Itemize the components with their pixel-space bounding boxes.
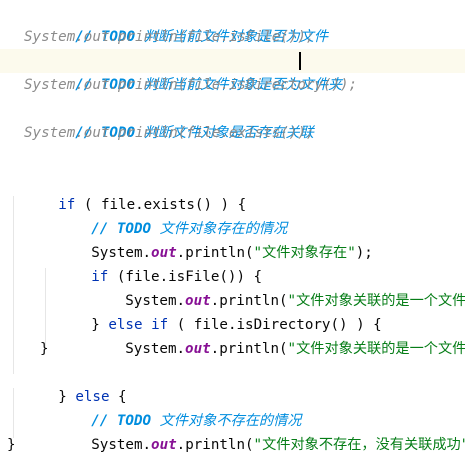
code-text: System.	[125, 341, 186, 357]
code-text: .println(	[210, 341, 288, 357]
code-line[interactable]: System.out.println("文件对象关联的是一个文件夹");	[0, 313, 465, 357]
code-text: System.	[91, 245, 152, 261]
code-line-blank[interactable]	[0, 145, 465, 169]
static-field: out	[185, 293, 211, 309]
code-line[interactable]: // TODO 判断文件对象是否存在关联	[0, 97, 465, 141]
code-text: System.	[91, 437, 152, 453]
code-line[interactable]: System.out.println(file.isFile());	[0, 25, 465, 49]
static-field: out	[151, 245, 177, 261]
code-line[interactable]: System.out.println(file.exists());	[0, 121, 465, 145]
code-line[interactable]: System.out.println(file.isDirectory());	[0, 73, 465, 97]
code-text: .println(	[176, 245, 254, 261]
code-line[interactable]: // TODO 判断当前文件对象是否为文件	[0, 1, 465, 45]
code-text: }	[40, 341, 49, 357]
string-literal: "文件对象不存在，没有关联成功"	[253, 437, 465, 453]
code-line[interactable]: } else {	[0, 361, 465, 405]
code-text: );	[355, 245, 373, 261]
code-line[interactable]: System.out.println("文件对象不存在，没有关联成功");	[0, 409, 465, 453]
code-text: System.	[125, 293, 186, 309]
string-literal: "文件对象关联的是一个文件"	[287, 293, 465, 309]
code-text: }	[58, 389, 76, 405]
code-line[interactable]: System.out.println("文件对象存在");	[0, 217, 465, 261]
indent-guide	[13, 388, 14, 438]
code-line[interactable]: // TODO 文件对象不存在的情况	[0, 385, 465, 429]
string-literal: "文件对象存在"	[253, 245, 356, 261]
todo-comment: // TODO 文件对象不存在的情况	[91, 413, 302, 429]
todo-comment: // TODO 判断当前文件对象是否为文件	[75, 29, 329, 45]
code-text: .println(	[176, 437, 254, 453]
code-text: ( file.isDirectory() ) {	[168, 317, 382, 333]
code-text: {	[109, 389, 127, 405]
keyword: else	[108, 317, 143, 333]
todo-comment: // TODO 文件对象存在的情况	[91, 221, 288, 237]
string-literal: "文件对象关联的是一个文件夹"	[287, 341, 465, 357]
static-field: out	[185, 341, 211, 357]
code-text: (file.isFile()) {	[108, 269, 263, 285]
code-text: }	[91, 317, 109, 333]
text-caret	[299, 52, 301, 70]
code-line-current[interactable]: // TODO 判断当前文件对象是否为文件夹	[0, 49, 465, 93]
code-line[interactable]: }	[0, 337, 465, 361]
keyword: if	[58, 197, 76, 213]
code-text: System.out.println(file.isDirectory());	[24, 77, 358, 93]
code-text: .println(	[210, 293, 288, 309]
todo-comment: // TODO 判断当前文件对象是否为文件夹	[75, 77, 343, 93]
code-text: }	[7, 437, 16, 453]
code-text: System.out.println(file.isFile());	[24, 29, 315, 45]
indent-guide	[13, 196, 14, 374]
code-text: System.out.println(file.exists());	[24, 125, 315, 141]
code-line[interactable]: } else if ( file.isDirectory() ) {	[0, 289, 465, 333]
keyword: if	[91, 269, 109, 285]
static-field: out	[151, 437, 177, 453]
code-line[interactable]: }	[0, 433, 465, 457]
code-line[interactable]: System.out.println("文件对象关联的是一个文件");	[0, 265, 465, 309]
code-line[interactable]: // TODO 文件对象存在的情况	[0, 193, 465, 237]
code-text: ( file.exists() ) {	[75, 197, 247, 213]
indent-guide	[45, 268, 46, 350]
keyword: if	[151, 317, 169, 333]
code-line[interactable]: if (file.isFile()) {	[0, 241, 465, 285]
keyword: else	[75, 389, 110, 405]
todo-comment: // TODO 判断文件对象是否存在关联	[75, 125, 314, 141]
code-line[interactable]: if ( file.exists() ) {	[0, 169, 465, 213]
